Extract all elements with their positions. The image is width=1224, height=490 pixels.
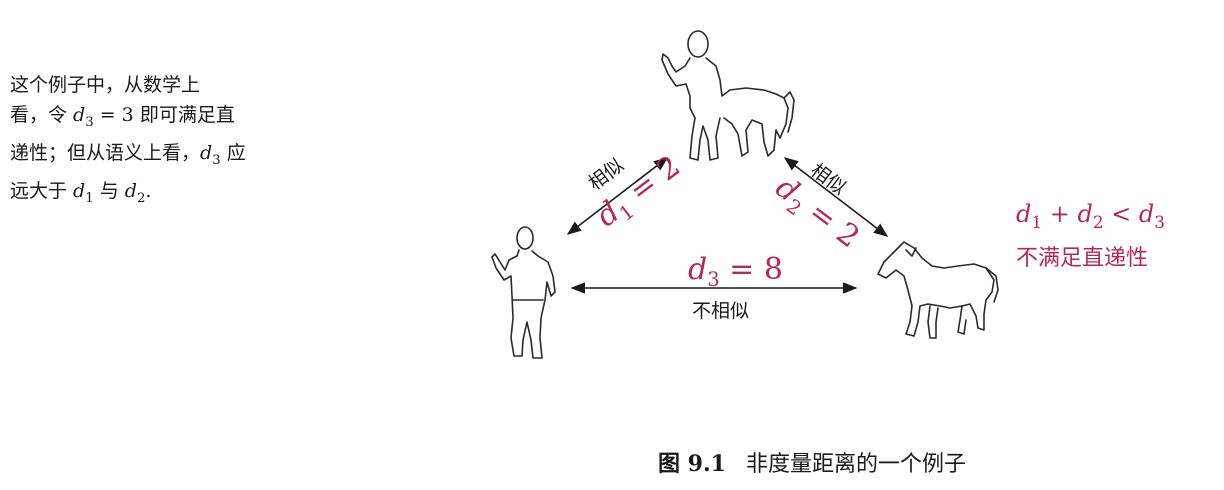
ineq-d2-sub: 2 [1092, 211, 1104, 232]
inequality-formula: d1 + d2 < d3 [1016, 200, 1165, 232]
d3-label: d3 = 8 [688, 252, 783, 291]
ineq-d3-sub: 3 [1154, 211, 1165, 232]
math-letter: d [73, 104, 86, 126]
ineq-d1: d [1016, 200, 1032, 228]
math-subscript: 3 [212, 152, 221, 168]
dissimilar-text: 不相似 [692, 300, 750, 322]
side-note-text: 这个例子中，从数学上 [10, 74, 201, 96]
ineq-d3: d [1138, 200, 1155, 228]
caption-text: 非度量距离的一个例子 [745, 452, 966, 477]
side-note-text: 递性；但从语义上看， [10, 141, 201, 164]
ineq-d1-sub: 1 [1031, 211, 1043, 232]
caption-label: 图 9.1 [658, 451, 726, 477]
ineq-plus: + [1042, 200, 1078, 228]
side-note: 这个例子中，从数学上 看，令 d3 = 3 即可满足直 递性；但从语义上看，d3… [10, 70, 295, 213]
arrow-centaur-horse [783, 157, 889, 237]
horse-figure [877, 241, 999, 339]
math-var: d3 [73, 104, 94, 130]
human-figure [491, 226, 556, 359]
ineq-d2: d [1077, 200, 1093, 228]
side-note-text: . [145, 179, 152, 202]
math-letter: d [124, 179, 137, 202]
side-note-text: = 3 即可满足直 [93, 104, 235, 126]
inequality-text: 不满足直递性 [1016, 240, 1148, 272]
not-transitive-text: 不满足直递性 [1016, 246, 1149, 271]
side-note-text: 远大于 [10, 179, 74, 202]
ineq-lt: < [1103, 200, 1139, 228]
centaur-figure [661, 30, 795, 161]
d3-sub: 3 [707, 268, 720, 291]
math-letter: d [200, 141, 213, 164]
math-letter: d [73, 179, 86, 202]
math-subscript: 2 [136, 190, 146, 206]
math-var: d3 [200, 141, 221, 168]
math-var: d2 [124, 179, 146, 206]
side-note-line-4: 远大于 d1 与 d2. [10, 176, 295, 214]
side-note-line-1: 这个例子中，从数学上 [10, 70, 295, 100]
side-note-text: 看，令 [10, 104, 74, 126]
d3-value: = 8 [719, 252, 783, 287]
side-note-text: 应 [220, 141, 246, 164]
d3-var: d [688, 252, 708, 287]
side-note-line-2: 看，令 d3 = 3 即可满足直 [10, 100, 295, 138]
side-note-text: 与 [93, 179, 125, 202]
figure-caption: 图 9.1 非度量距离的一个例子 [658, 446, 966, 478]
math-subscript: 1 [85, 190, 94, 206]
math-var: d1 [73, 179, 94, 206]
bottom-dissimilar-label: 不相似 [692, 296, 749, 323]
math-subscript: 3 [85, 114, 94, 130]
side-note-line-3: 递性；但从语义上看，d3 应 [10, 138, 295, 176]
arrow-human-centaur [566, 157, 669, 235]
